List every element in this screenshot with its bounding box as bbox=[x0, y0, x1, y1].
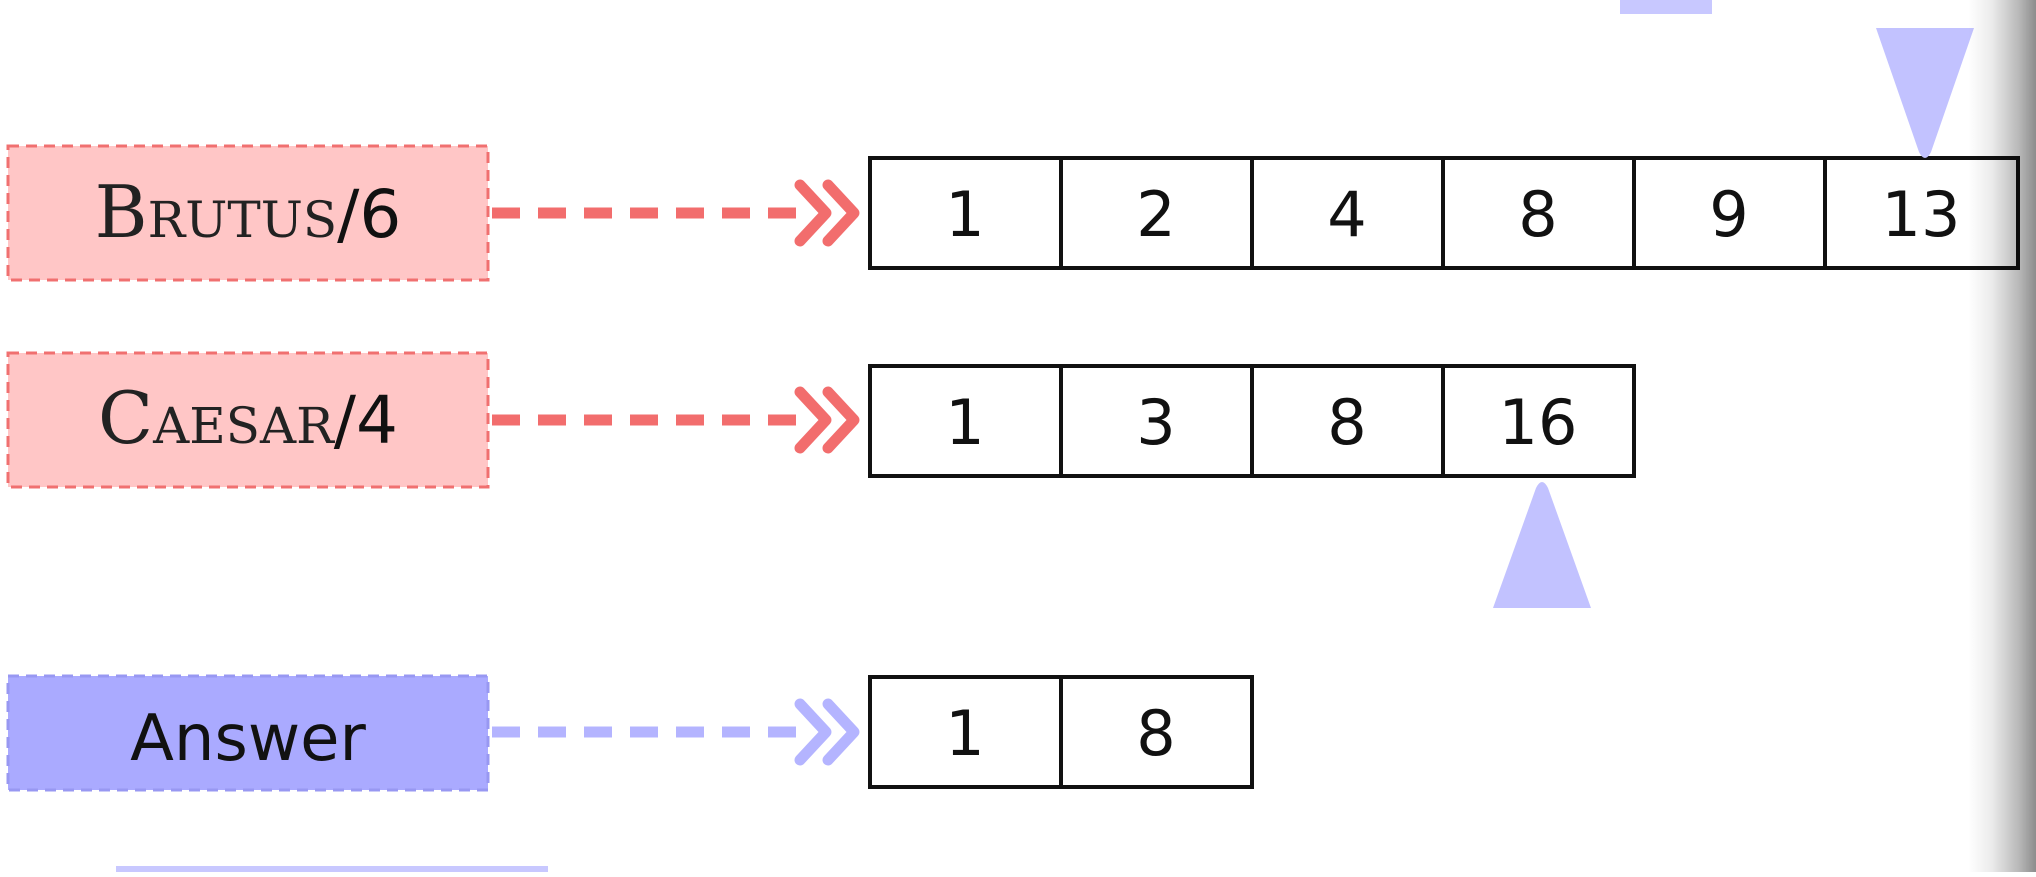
posting-value: 8 bbox=[1136, 697, 1175, 770]
posting-list-answer: 1 8 bbox=[868, 675, 1254, 789]
posting-value: 3 bbox=[1136, 386, 1175, 459]
term-label-brutus: Brutus/6 bbox=[95, 170, 402, 254]
pointer-up-caesar bbox=[1493, 482, 1591, 608]
posting-cell: 13 bbox=[1823, 156, 2020, 270]
posting-cell: 4 bbox=[1250, 156, 1445, 270]
posting-value: 4 bbox=[1327, 178, 1366, 251]
double-arrowhead-caesar bbox=[794, 386, 860, 454]
term-box-caesar bbox=[6, 351, 490, 489]
term-label-caesar: Caesar/4 bbox=[98, 376, 398, 460]
posting-cell: 1 bbox=[868, 675, 1063, 789]
answer-row: Answer 1 8 bbox=[6, 674, 1254, 792]
posting-value: 8 bbox=[1518, 178, 1557, 251]
partial-label-bottom-edge bbox=[116, 866, 548, 872]
posting-value: 1 bbox=[945, 697, 984, 770]
partial-pointer-top-edge bbox=[1620, 0, 1712, 14]
posting-cell: 1 bbox=[868, 156, 1063, 270]
posting-cell: 8 bbox=[1250, 364, 1445, 478]
term-row-caesar: Caesar/4 1 3 8 16 bbox=[6, 351, 1636, 608]
term-row-brutus: Brutus/6 1 2 4 8 bbox=[6, 28, 2020, 282]
posting-value: 13 bbox=[1882, 178, 1961, 251]
double-arrowhead-brutus bbox=[794, 179, 860, 247]
posting-cell: 9 bbox=[1632, 156, 1827, 270]
term-box-brutus bbox=[6, 144, 490, 282]
answer-box bbox=[6, 674, 490, 792]
posting-value: 16 bbox=[1499, 386, 1578, 459]
posting-cell: 8 bbox=[1059, 675, 1254, 789]
posting-cell: 2 bbox=[1059, 156, 1254, 270]
right-edge-shadow bbox=[1968, 0, 2036, 872]
posting-value: 1 bbox=[945, 386, 984, 459]
posting-list-brutus: 1 2 4 8 9 bbox=[868, 156, 2020, 270]
posting-value: 1 bbox=[945, 178, 984, 251]
posting-value: 8 bbox=[1327, 386, 1366, 459]
posting-cell: 1 bbox=[868, 364, 1063, 478]
double-arrowhead-answer bbox=[794, 698, 860, 766]
posting-list-caesar: 1 3 8 16 bbox=[868, 364, 1636, 478]
posting-cell: 8 bbox=[1441, 156, 1636, 270]
posting-value: 9 bbox=[1709, 178, 1748, 251]
posting-cell: 3 bbox=[1059, 364, 1254, 478]
answer-label: Answer bbox=[130, 702, 366, 776]
posting-value: 2 bbox=[1136, 178, 1175, 251]
pointer-down-brutus bbox=[1876, 28, 1974, 158]
posting-cell: 16 bbox=[1441, 364, 1636, 478]
